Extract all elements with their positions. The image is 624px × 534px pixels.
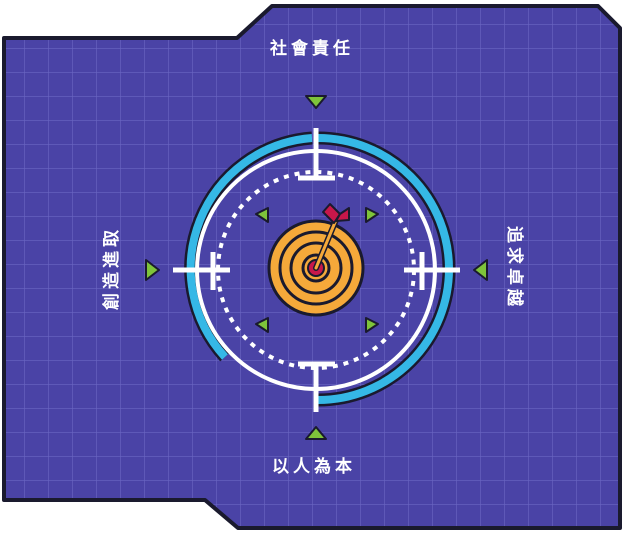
- crosshair: [173, 128, 460, 412]
- label-people-oriented: 以人為本: [272, 457, 356, 477]
- outer-ring-left-arc-fill: [186, 134, 313, 360]
- outer-pointers: [145, 95, 488, 440]
- triangle-pointer-icon: [365, 317, 379, 333]
- triangle-pointer-icon: [365, 207, 379, 223]
- triangle-pointer-icon: [255, 317, 269, 333]
- triangle-pointer-icon: [255, 207, 269, 223]
- triangle-pointer-icon: [305, 426, 327, 440]
- panel-outline: [2, 4, 622, 530]
- label-innovation: 創造進取: [102, 226, 122, 310]
- dart-arrow-icon: [313, 203, 350, 271]
- triangle-pointer-icon: [305, 95, 327, 109]
- label-excellence: 追求卓越: [504, 226, 524, 310]
- label-social-responsibility: 社會責任: [270, 39, 354, 59]
- inner-pointers: [255, 207, 379, 333]
- triangle-pointer-icon: [473, 259, 488, 281]
- triangle-pointer-icon: [145, 259, 160, 281]
